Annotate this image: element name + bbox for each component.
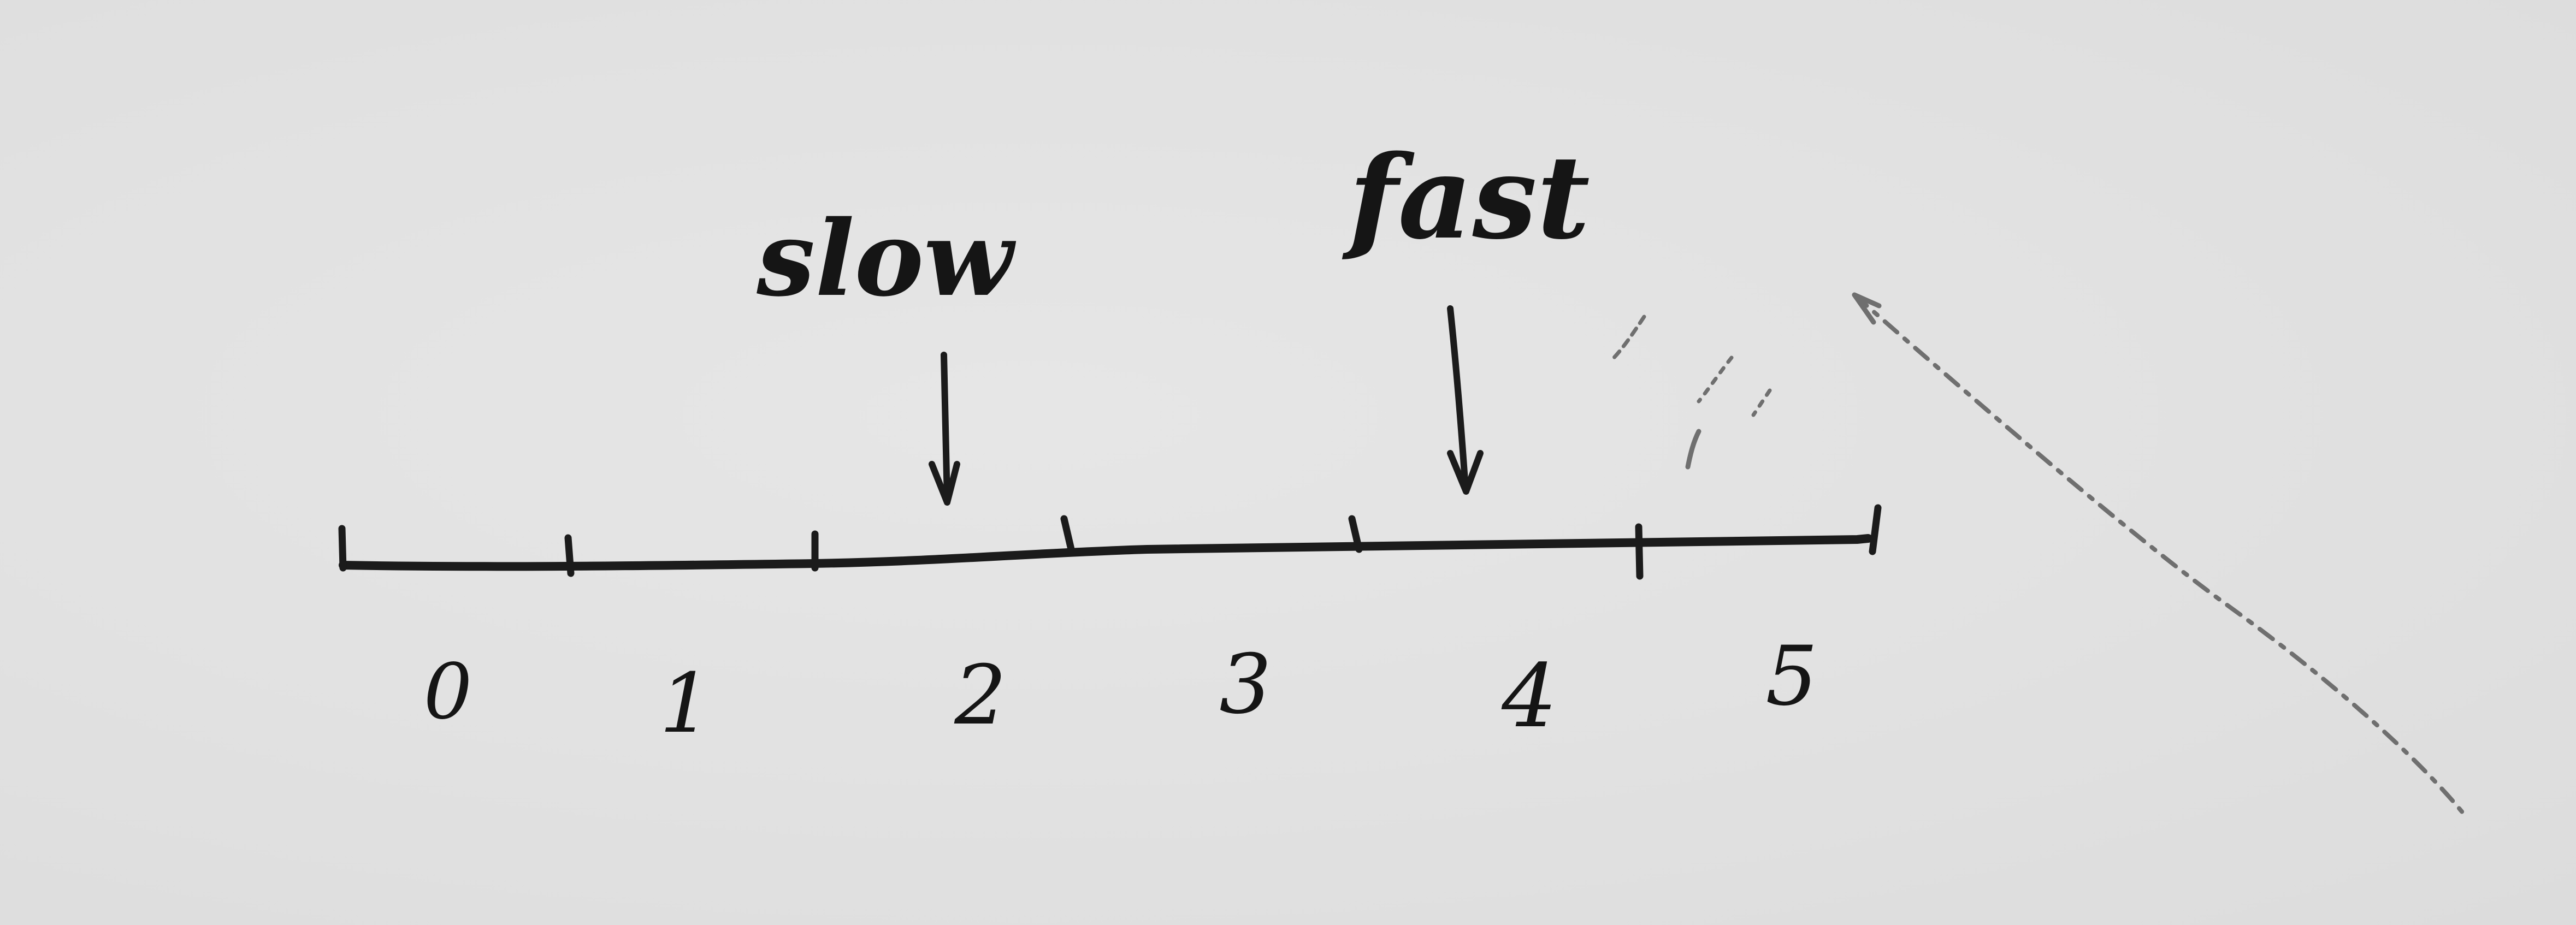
tick-label-2: 2 — [954, 648, 1006, 743]
tick-label-1: 1 — [659, 656, 711, 751]
down-arrow-icon — [1447, 305, 1484, 495]
tick-label-5: 5 — [1765, 629, 1817, 724]
axis-line — [339, 534, 1872, 571]
faint-pencil-mark — [1697, 355, 1772, 417]
axis-tick — [564, 534, 575, 577]
marker-label-slow: slow — [756, 198, 1017, 319]
axis-tick — [338, 525, 347, 572]
faint-pencil-mark — [1852, 292, 1882, 325]
faint-pencil-mark — [1609, 315, 1646, 363]
axis-tick — [1869, 504, 1882, 555]
down-arrow-icon — [929, 352, 960, 506]
axis-tick — [1348, 515, 1363, 553]
faint-pencil-mark — [1852, 293, 2466, 816]
tick-label-4: 4 — [1501, 645, 1557, 747]
marker-label-fast: fast — [1342, 130, 1590, 265]
faint-pencil-mark — [1685, 429, 1701, 470]
axis-tick — [1635, 523, 1644, 580]
tick-label-0: 0 — [423, 648, 472, 737]
axis-tick — [1060, 515, 1076, 555]
tick-label-3: 3 — [1219, 637, 1271, 732]
